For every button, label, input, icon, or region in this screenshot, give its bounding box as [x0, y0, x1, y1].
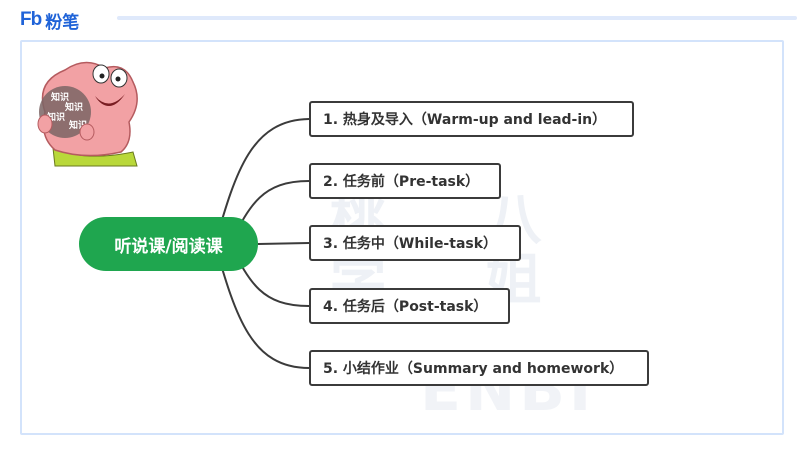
branch-node-summary: 5. 小结作业（Summary and homework）	[309, 350, 649, 386]
branch-label: 1. 热身及导入（Warm-up and lead-in）	[323, 112, 607, 128]
fenbi-logo: Fb 粉笔	[20, 8, 80, 33]
branch-label: 3. 任务中（While-task）	[323, 236, 498, 252]
branch-node-warm-up: 1. 热身及导入（Warm-up and lead-in）	[309, 101, 634, 137]
logo-mark: Fb	[20, 9, 42, 30]
mascot-sticker-icon: 知识 知识 知识 知识	[37, 61, 138, 167]
branch-node-post-task: 4. 任务后（Post-task）	[309, 288, 510, 324]
center-node: 听说课/阅读课	[79, 217, 258, 271]
branch-label: 4. 任务后（Post-task）	[323, 299, 488, 315]
header-accent-bar	[117, 16, 797, 20]
branch-label: 2. 任务前（Pre-task）	[323, 174, 480, 190]
branch-node-pre-task: 2. 任务前（Pre-task）	[309, 163, 501, 199]
mascot-word: 知识	[50, 91, 69, 103]
connector-line	[257, 242, 310, 245]
mascot-word: 知识	[64, 101, 83, 113]
logo-text: 粉笔	[45, 12, 80, 33]
branch-label: 5. 小结作业（Summary and homework）	[323, 361, 624, 377]
center-node-label: 听说课/阅读课	[114, 236, 223, 257]
branch-node-while-task: 3. 任务中（While-task）	[309, 225, 521, 261]
